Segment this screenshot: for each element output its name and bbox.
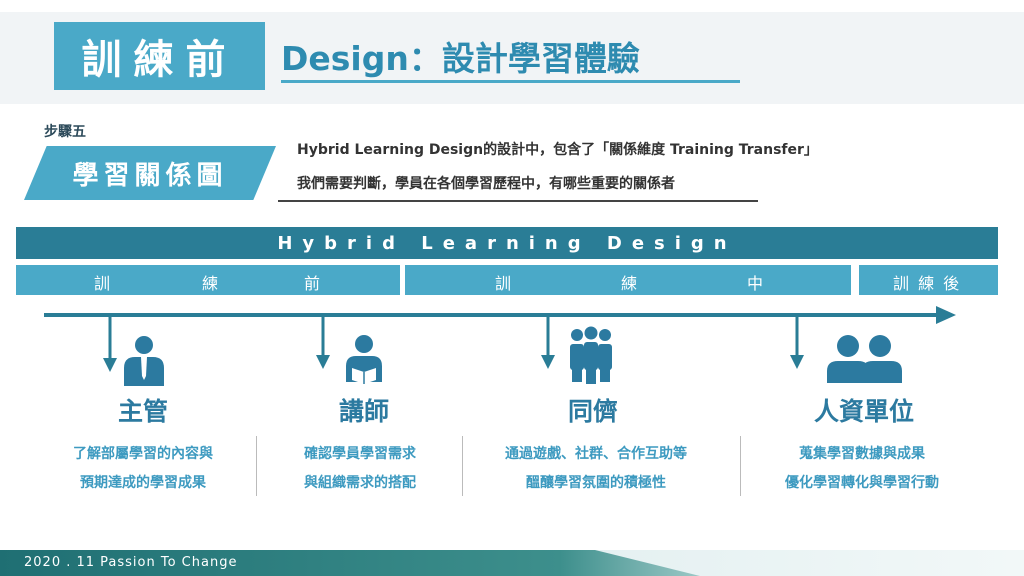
footer-accent: [0, 550, 700, 576]
phase-after-training: 訓 練 後: [859, 265, 998, 295]
framework-title-bar: Hybrid Learning Design: [16, 227, 998, 259]
phase-before-training: 訓 練 前: [16, 265, 400, 295]
peers-desc-line-2: 醞釀學習氛圍的積極性: [526, 475, 666, 491]
phase-before-char-3: 前: [304, 274, 321, 293]
description-underline: [278, 200, 758, 202]
timeline-arrow: [44, 306, 956, 324]
manager-icon: [124, 336, 164, 386]
phase-before-char-2: 練: [202, 274, 219, 293]
manager-desc-line-1: 了解部屬學習的內容與: [73, 446, 213, 462]
phase-during-training: 訓 練 中: [405, 265, 851, 295]
framework-title: Hybrid Learning Design: [277, 232, 737, 254]
stakeholder-name-manager: 主管: [117, 397, 169, 426]
stage-arrow-2: [316, 317, 330, 369]
phase-during-char-3: 中: [747, 274, 764, 293]
column-divider: [256, 436, 257, 496]
title-underline: [281, 80, 740, 83]
phase-before-char-1: 訓: [94, 274, 111, 293]
stage-arrow-4: [790, 317, 804, 369]
instructor-icon: [346, 335, 382, 384]
step-description-1: Hybrid Learning Design的設計中，包含了「關係維度 Trai…: [297, 142, 818, 158]
phase-after-label: 訓 練 後: [893, 274, 962, 293]
stakeholder-name-hr: 人資單位: [813, 397, 915, 426]
stakeholder-name-instructor: 講師: [338, 397, 390, 426]
instructor-desc-line-1: 確認學員學習需求: [304, 446, 416, 462]
stage-arrow-3: [541, 317, 555, 369]
page-title: Design：設計學習體驗: [281, 39, 640, 78]
column-divider: [462, 436, 463, 496]
hr-unit-icon: [827, 335, 902, 383]
stage-arrow-1: [103, 317, 117, 372]
phase-during-char-1: 訓: [495, 274, 512, 293]
footer-bar: 2020 . 11 Passion To Change: [0, 550, 1024, 576]
stakeholder-name-peers: 同儕: [567, 397, 619, 426]
manager-desc-line-2: 預期達成的學習成果: [80, 475, 206, 491]
phase-badge: 訓練前: [54, 22, 265, 90]
instructor-desc-line-2: 與組織需求的搭配: [304, 475, 416, 491]
hr-desc-line-1: 蒐集學習數據與成果: [799, 446, 925, 462]
hr-desc-line-2: 優化學習轉化與學習行動: [785, 475, 939, 491]
step-name-badge: 學習關係圖: [24, 146, 276, 200]
peers-icon: [570, 326, 612, 384]
peers-desc-line-1: 通過遊戲、社群、合作互助等: [505, 446, 687, 462]
footer-text: 2020 . 11 Passion To Change: [24, 555, 238, 570]
step-description-2: 我們需要判斷，學員在各個學習歷程中，有哪些重要的關係者: [297, 176, 675, 192]
step-label: 步驟五: [44, 124, 86, 140]
phase-during-char-2: 練: [621, 274, 638, 293]
column-divider: [740, 436, 741, 496]
